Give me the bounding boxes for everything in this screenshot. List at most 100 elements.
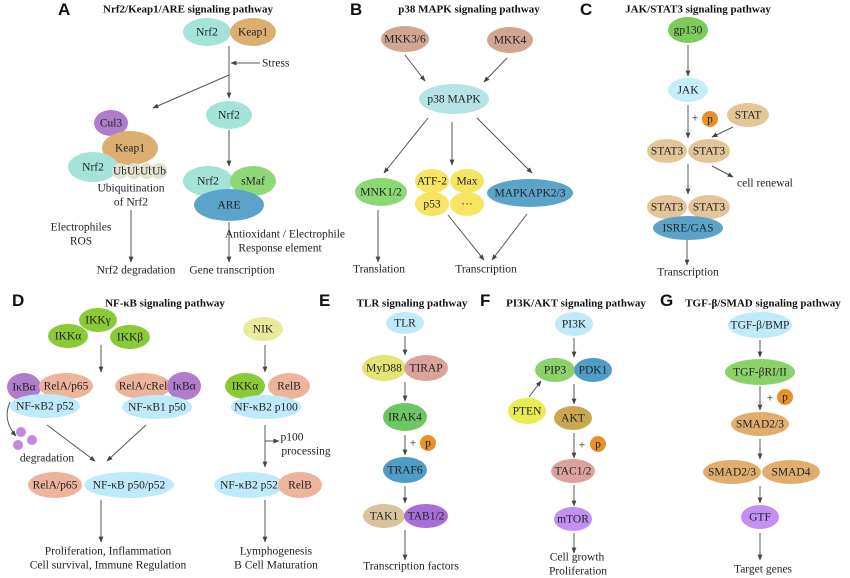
panel-title-a: Nrf2/Keap1/ARE signaling pathway	[103, 4, 273, 16]
node-shape	[94, 110, 128, 136]
node-shape	[268, 373, 310, 399]
node-shape	[727, 103, 769, 127]
node-shape	[10, 394, 80, 418]
node-label: IKKγ	[85, 315, 111, 327]
node-a-nrf2-are: Nrf2	[183, 166, 233, 196]
node-shape	[79, 308, 117, 332]
label-d-bcell: B Cell Maturation	[234, 560, 318, 572]
node-c-stat3-3: STAT3	[647, 195, 687, 219]
arrow	[528, 380, 542, 398]
node-label: p	[782, 392, 788, 404]
node-shape	[115, 373, 171, 399]
node-c-stat3-1: STAT3	[647, 139, 687, 163]
node-b-etc: ···	[450, 192, 484, 216]
node-shape	[183, 18, 231, 46]
node-g-smad23b: SMAD2/3	[703, 460, 761, 484]
degraded-fragment-icon	[16, 427, 26, 437]
node-a-nrf2-left: Nrf2	[68, 152, 118, 182]
label-d-degr: degradation	[20, 453, 75, 465]
node-c-stat3-2: STAT3	[688, 139, 730, 163]
node-shape	[404, 504, 448, 528]
label-c-renew: cell renewal	[737, 178, 793, 190]
node-label: JAK	[677, 85, 699, 97]
node-label: RelA/p65	[44, 381, 89, 393]
node-c-stat: STAT	[727, 103, 769, 127]
node-shape	[225, 373, 265, 399]
node-shape	[362, 355, 406, 381]
node-g-tgfbr: TGF-βRI/II	[725, 359, 795, 385]
node-shape	[28, 472, 82, 498]
node-shape	[450, 169, 484, 193]
label-a-gene: Gene transcription	[189, 265, 275, 277]
node-label: IKKβ	[117, 332, 143, 344]
node-label: ISRE/GAS	[662, 223, 713, 235]
label-f-prolif: Proliferation	[549, 566, 607, 578]
node-label: p	[425, 438, 431, 450]
arrow	[711, 165, 734, 178]
node-label: RelB	[288, 480, 312, 492]
node-shape	[535, 358, 575, 382]
node-shape	[487, 27, 533, 53]
node-label: IκBα	[12, 382, 35, 394]
node-a-cul3: Cul3	[94, 110, 128, 136]
arrow	[491, 213, 528, 261]
node-shape	[653, 216, 723, 240]
node-label: p53	[423, 199, 441, 211]
panel-title-f: PI3K/AKT signaling pathway	[506, 298, 646, 310]
node-label: ATF-2	[417, 176, 447, 188]
label-d-out2: Cell survival, Immune Regulation	[30, 560, 187, 572]
node-label: RelB	[277, 381, 301, 393]
node-f-pdk1: PDK1	[574, 358, 612, 382]
panel-title-d: NF-κB signaling pathway	[105, 298, 225, 310]
label-f-cg: Cell growth	[550, 552, 605, 564]
node-e-tlr: TLR	[386, 312, 424, 334]
node-a-keap1: Keap1	[102, 131, 158, 165]
node-label: Nrf2	[196, 27, 218, 39]
node-label: NF-κB2 p52	[220, 480, 278, 492]
degraded-fragment-icon	[13, 440, 23, 450]
phosphate-icon	[420, 435, 436, 451]
node-label: STAT3	[693, 146, 726, 158]
node-label: RelA/cRel	[119, 381, 168, 393]
panel-title-c: JAK/STAT3 signaling pathway	[625, 4, 771, 16]
node-f-pip3: PIP3	[535, 358, 575, 382]
node-label: PIP3	[544, 365, 567, 377]
node-shape	[404, 355, 448, 381]
node-g-smad23: SMAD2/3	[731, 412, 789, 436]
node-label: MKK3/6	[384, 34, 426, 46]
node-label: NF-κB2 p100	[234, 402, 298, 414]
node-shape	[355, 178, 407, 206]
node-d-ikka2: IKKα	[225, 373, 265, 399]
node-label: Nrf2	[218, 110, 240, 122]
node-shape	[214, 472, 284, 498]
node-e-myd88: MyD88	[362, 355, 406, 381]
node-label: Max	[456, 176, 477, 188]
node-e-p: p	[420, 435, 436, 451]
node-label: NF-κB2 p52	[16, 401, 74, 413]
node-shape	[555, 312, 593, 336]
node-b-p53: p53	[415, 192, 449, 216]
node-label: p	[595, 439, 601, 451]
node-label: Nrf2	[82, 162, 104, 174]
node-shape	[647, 195, 687, 219]
node-label: GTF	[749, 512, 771, 524]
node-shape	[703, 460, 761, 484]
node-label: RelA/p65	[33, 480, 78, 492]
node-label: Ub	[127, 166, 141, 178]
label-e-plus: +	[410, 438, 417, 450]
node-label: STAT3	[651, 146, 684, 158]
node-label: TAK1	[370, 511, 399, 523]
arrow	[152, 74, 230, 109]
node-shape	[278, 472, 322, 498]
label-a-elec: Electrophiles	[51, 222, 112, 234]
node-d-ikka: IKKα	[48, 324, 88, 348]
node-label: ARE	[218, 200, 241, 212]
node-label: TAB1/2	[408, 511, 445, 523]
node-label: AKT	[561, 413, 585, 425]
arrow	[404, 54, 426, 82]
panel-letter-a: A	[58, 0, 70, 19]
node-shape	[508, 398, 546, 424]
node-shape	[450, 192, 484, 216]
node-label: Cul3	[100, 118, 123, 130]
